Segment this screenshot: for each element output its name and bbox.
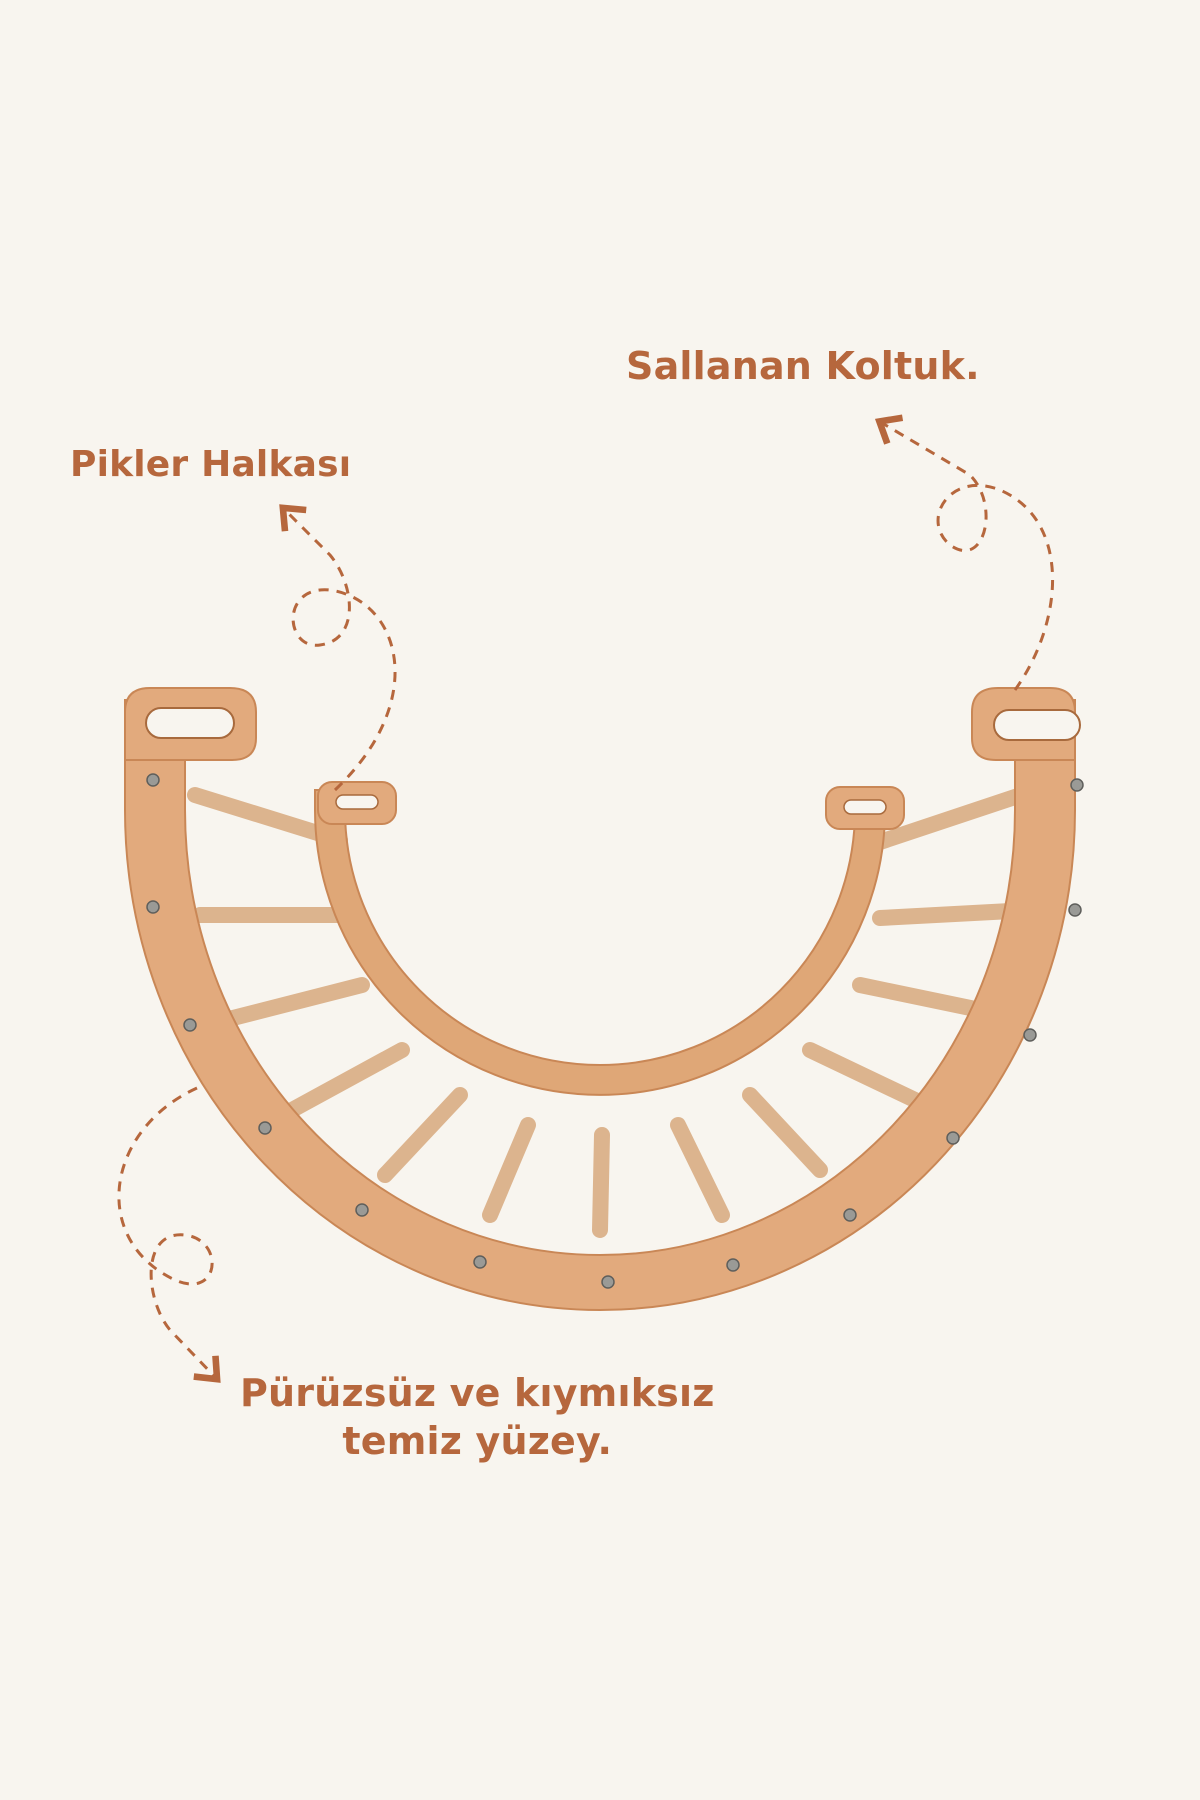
screw xyxy=(1070,778,1084,792)
screw xyxy=(946,1131,960,1145)
screw xyxy=(1068,903,1082,917)
smooth-surface-line-1: Pürüzsüz ve kıymıksız xyxy=(240,1371,715,1415)
screw xyxy=(355,1203,369,1217)
rung xyxy=(284,1042,410,1118)
smooth-surface-line-2: temiz yüzey. xyxy=(342,1418,613,1463)
rung xyxy=(670,1117,730,1223)
rung xyxy=(742,1087,828,1178)
arrow-to-surface-label xyxy=(117,1086,221,1383)
screw xyxy=(843,1208,857,1222)
smooth-surface-label: Pürüzsüz ve kıymıksız temiz yüzey. xyxy=(240,1370,715,1465)
arrow-to-pikler-label xyxy=(279,504,397,792)
rung xyxy=(592,1127,610,1238)
outer-right-handle xyxy=(971,687,1081,761)
screw xyxy=(1023,1028,1037,1042)
outer-arch-frame xyxy=(124,699,1076,1311)
screws xyxy=(146,773,1084,1289)
screw xyxy=(146,773,160,787)
screw xyxy=(726,1258,740,1272)
arrow-to-koltuk-label xyxy=(874,414,1055,691)
rocking-chair-label: Sallanan Koltuk. xyxy=(626,344,980,388)
inner-left-handle xyxy=(317,781,397,825)
screw xyxy=(601,1275,615,1289)
screw xyxy=(258,1121,272,1135)
screw xyxy=(473,1255,487,1269)
inner-right-handle xyxy=(825,786,905,830)
rung xyxy=(377,1087,468,1183)
screw xyxy=(183,1018,197,1032)
pikler-ring-label: Pikler Halkası xyxy=(70,444,352,485)
rung xyxy=(482,1117,536,1223)
rung xyxy=(872,784,1038,850)
outer-left-handle xyxy=(124,687,257,761)
screw xyxy=(146,900,160,914)
rung xyxy=(217,977,370,1028)
rung xyxy=(852,977,988,1018)
rung xyxy=(802,1042,923,1108)
